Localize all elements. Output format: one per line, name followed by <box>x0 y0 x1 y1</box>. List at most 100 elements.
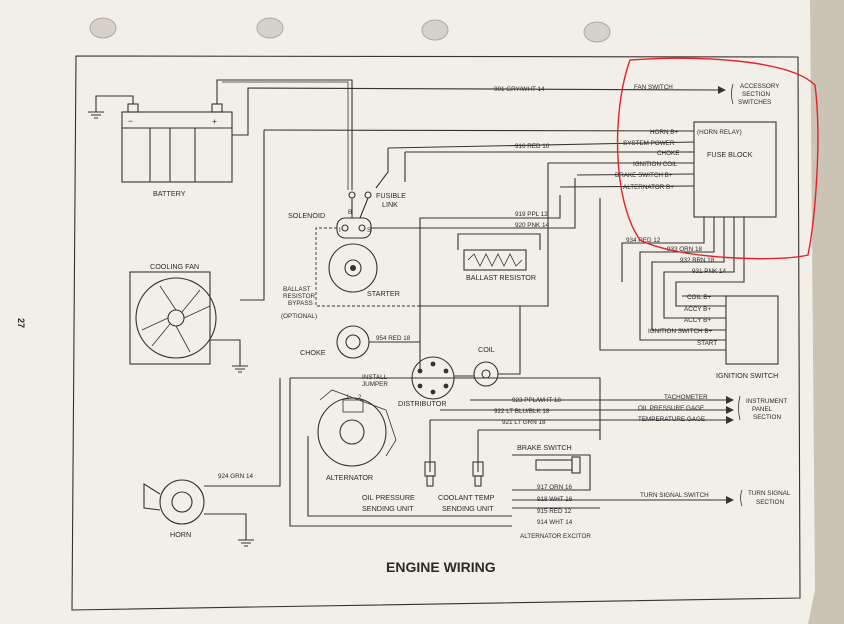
ground-symbol <box>88 111 104 119</box>
oil-pressure-label-2: SENDING UNIT <box>362 504 414 513</box>
wire-label-922: 922 LT BLU/BLK 18 <box>494 408 550 415</box>
coolant-temp-label-2: SENDING UNIT <box>442 504 494 513</box>
choke-label: CHOKE <box>300 348 326 357</box>
alternator-label: ALTERNATOR <box>326 473 373 482</box>
ignition-switch <box>725 295 779 365</box>
wire-920 <box>420 178 576 229</box>
red-annotation-circle <box>616 57 819 260</box>
fusible-label: FUSIBLE <box>376 191 406 200</box>
oil-pressure-label-1: OIL PRESSURE <box>362 493 415 502</box>
battery-minus-label: − <box>128 116 133 126</box>
diagram-title: ENGINE WIRING <box>386 559 496 575</box>
instrument-label-2: PANEL <box>752 406 773 413</box>
ballast-bypass-wire <box>315 227 420 307</box>
fuse-choke-label: CHOKE <box>657 150 679 157</box>
starter-label: STARTER <box>367 289 400 298</box>
fuse-block-label: FUSE BLOCK <box>707 150 753 159</box>
install-jumper <box>342 399 364 413</box>
ballast-bypass-label-3: BYPASS <box>288 300 313 307</box>
punch-hole <box>256 17 284 39</box>
oil-pressure-gage-label: OIL PRESSURE GAGE <box>638 405 704 412</box>
wire-label-924: 924 GRN 14 <box>218 473 253 480</box>
wire-label-915: 915 RED 12 <box>537 508 572 515</box>
arrow-icon <box>726 396 734 404</box>
starter-motor <box>328 243 378 293</box>
distributor-label: DISTRIBUTOR <box>398 399 447 408</box>
battery-label: BATTERY <box>153 189 186 198</box>
punch-hole <box>89 17 117 39</box>
fan-switch-wire <box>232 87 721 136</box>
accessory-section-label-3: SWITCHES <box>738 99 771 106</box>
horn <box>159 479 205 525</box>
link-label: LINK <box>382 200 398 209</box>
wire-label-918: 918 WHT 16 <box>537 496 573 503</box>
alt-term-1: 1 <box>346 394 350 401</box>
wire-label-921: 921 LT GRN 18 <box>502 419 546 426</box>
accessory-section-label-2: SECTION <box>742 91 770 98</box>
brake-switch-label: BRAKE SWITCH <box>517 443 572 452</box>
fuse-block-bottom-wires <box>621 217 745 341</box>
ground-symbol <box>232 365 248 373</box>
tachometer-label: TACHOMETER <box>664 394 708 401</box>
coolant-temp-label-1: COOLANT TEMP <box>438 493 495 502</box>
wire-label-916: 916 RED 10 <box>515 143 550 150</box>
punch-hole <box>583 21 611 43</box>
ign-accy-b-1-label: ACCY B+ <box>684 306 711 313</box>
fuse-block-wires <box>240 129 726 351</box>
temperature-gage-label: TEMPERATURE GAGE <box>638 416 705 423</box>
brace <box>740 489 743 507</box>
alternator <box>317 397 387 467</box>
fuse-ignition-coil-label: IGNITION COIL <box>633 161 678 168</box>
ballast-bypass-label-1: BALLAST <box>283 286 311 293</box>
fan-blades <box>141 285 211 353</box>
brace <box>731 83 734 105</box>
turn-signal-section-1: TURN SIGNAL <box>748 490 791 497</box>
diagram-frame <box>71 55 801 611</box>
solenoid-terminal-s: S <box>367 227 371 234</box>
brace <box>738 395 741 421</box>
solenoid-label: SOLENOID <box>288 211 325 220</box>
arrow-icon <box>718 86 726 94</box>
alternator-excitor-label: ALTERNATOR EXCITOR <box>520 533 591 540</box>
ign-accy-b-2-label: ACCY B+ <box>684 317 711 324</box>
alt-term-2: 2 <box>358 394 362 401</box>
arrow-icon <box>726 496 734 504</box>
battery-ground-wire <box>95 95 134 112</box>
instrument-label-3: SECTION <box>753 414 781 421</box>
oil-pressure-sending-unit <box>424 461 436 487</box>
accessory-section-label-1: ACCESSORY <box>740 83 780 90</box>
fuse-block <box>693 121 777 218</box>
ballast-resistor-label: BALLAST RESISTOR <box>466 273 536 282</box>
cooling-fan <box>129 271 211 365</box>
fan-switch-label: FAN SWITCH <box>634 84 673 91</box>
fuse-alternator-label: ALTERNATOR B+ <box>623 184 674 191</box>
cooling-fan-label: COOLING FAN <box>150 262 199 271</box>
solenoid-terminal-b: B <box>348 209 352 216</box>
ign-coil-b-label: COIL B+ <box>687 294 711 301</box>
coolant-temp-sending-unit <box>472 461 484 487</box>
solenoid-terminal-i: I <box>339 227 341 234</box>
wire-label-914: 914 WHT 14 <box>537 519 573 526</box>
wire-919 <box>371 195 561 229</box>
fuse-brake-switch-label: BRAKE SWITCH B+ <box>615 172 673 179</box>
instrument-label-1: INSTRUMENT <box>746 398 787 405</box>
fuse-system-power-label: SYSTEM POWER <box>623 140 675 147</box>
ballast-bypass-label-4: (OPTIONAL) <box>281 313 317 320</box>
wire-label-920: 920 PNK 14 <box>515 222 549 229</box>
ignition-switch-label: IGNITION SWITCH <box>716 371 778 380</box>
wire-label-901: 901 GRY/WHT 14 <box>494 86 545 93</box>
coil-label: COIL <box>478 345 495 354</box>
wire-label-923: 923 PPL/WHT 18 <box>512 397 561 404</box>
fuse-horn-label: HORN B+ <box>650 129 678 136</box>
wire-label-932: 932 BRN 18 <box>680 257 715 264</box>
wire-label-917: 917 ORN 16 <box>537 484 572 491</box>
wire-label-934: 934 RED 12 <box>626 237 661 244</box>
turn-signal-switch-label: TURN SIGNAL SWITCH <box>640 492 709 499</box>
battery: − + <box>121 103 233 183</box>
ballast-bypass-label-2: RESISTOR <box>283 293 316 300</box>
battery-plus-label: + <box>212 116 217 126</box>
paper-sheet <box>0 0 815 624</box>
ign-ignition-switch-b-label: IGNITION SWITCH B+ <box>648 328 713 335</box>
